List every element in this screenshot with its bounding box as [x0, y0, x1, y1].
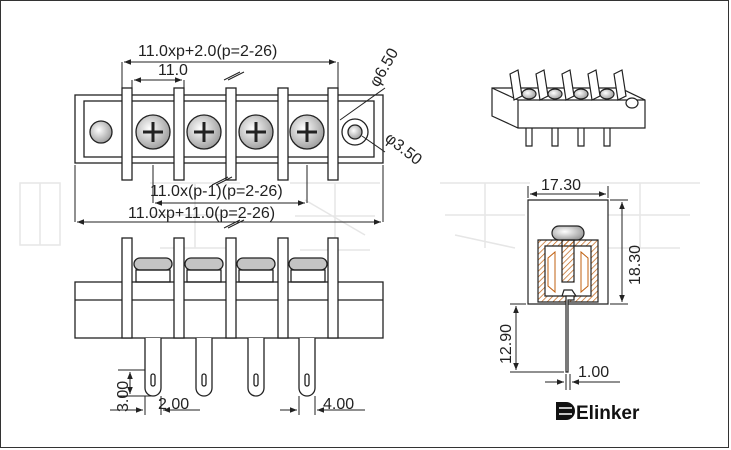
- section-width-dim: 17.30: [541, 177, 581, 194]
- front-view: [74, 71, 384, 186]
- top-overall-dim: 11.0xp+2.0(p=2-26): [138, 43, 277, 60]
- section-dimensions: [510, 186, 628, 390]
- pitch-count-dim: 11.0x(p-1)(p=2-26): [150, 183, 283, 200]
- cross-section-view: [527, 199, 609, 373]
- mounting-hole-right: [341, 118, 369, 146]
- pitch-dim: 11.0: [158, 62, 188, 79]
- pin-tip-dim: 3.00: [115, 381, 132, 412]
- elevation-view: [74, 219, 384, 397]
- brand-name: Elinker: [576, 403, 640, 424]
- elevation-dimensions: [110, 369, 365, 415]
- section-height-dim: 18.30: [627, 245, 644, 285]
- elinker-logo-icon: [556, 402, 575, 420]
- screw-heads: [135, 114, 325, 150]
- isometric-view: [491, 69, 646, 147]
- pin-thickness-dim: 1.00: [578, 364, 609, 381]
- hole-diameter-dim: φ3.50: [382, 130, 425, 169]
- pin-width-dim: 2.00: [158, 396, 189, 413]
- screw-tops-side: [133, 257, 328, 271]
- mounting-hole-left: [89, 120, 113, 144]
- pin-spacing-dim: 4.00: [323, 396, 354, 413]
- bottom-overall-dim: 11.0xp+11.0(p=2-26): [128, 205, 275, 222]
- pin-length-dim: 12.90: [498, 324, 515, 364]
- brand-logo: Elinker: [556, 402, 640, 424]
- watermark: [19, 182, 700, 251]
- screw-diameter-dim: φ6.50: [367, 45, 403, 90]
- pins: [144, 338, 316, 397]
- front-dimensions: [74, 59, 386, 225]
- barrier-walls: [121, 87, 339, 181]
